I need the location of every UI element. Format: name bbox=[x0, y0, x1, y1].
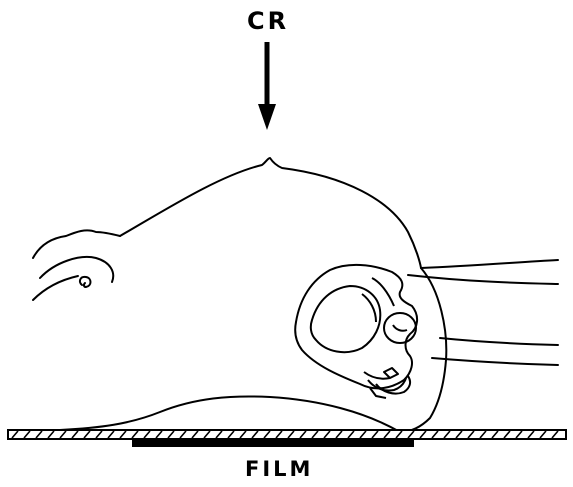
central-ray-arrow bbox=[258, 42, 276, 130]
film-cassette bbox=[132, 440, 414, 447]
patient-body-outline bbox=[33, 158, 558, 432]
film-label: FILM bbox=[245, 457, 313, 481]
table-top bbox=[8, 430, 566, 439]
pelvis-skeleton bbox=[295, 265, 417, 398]
